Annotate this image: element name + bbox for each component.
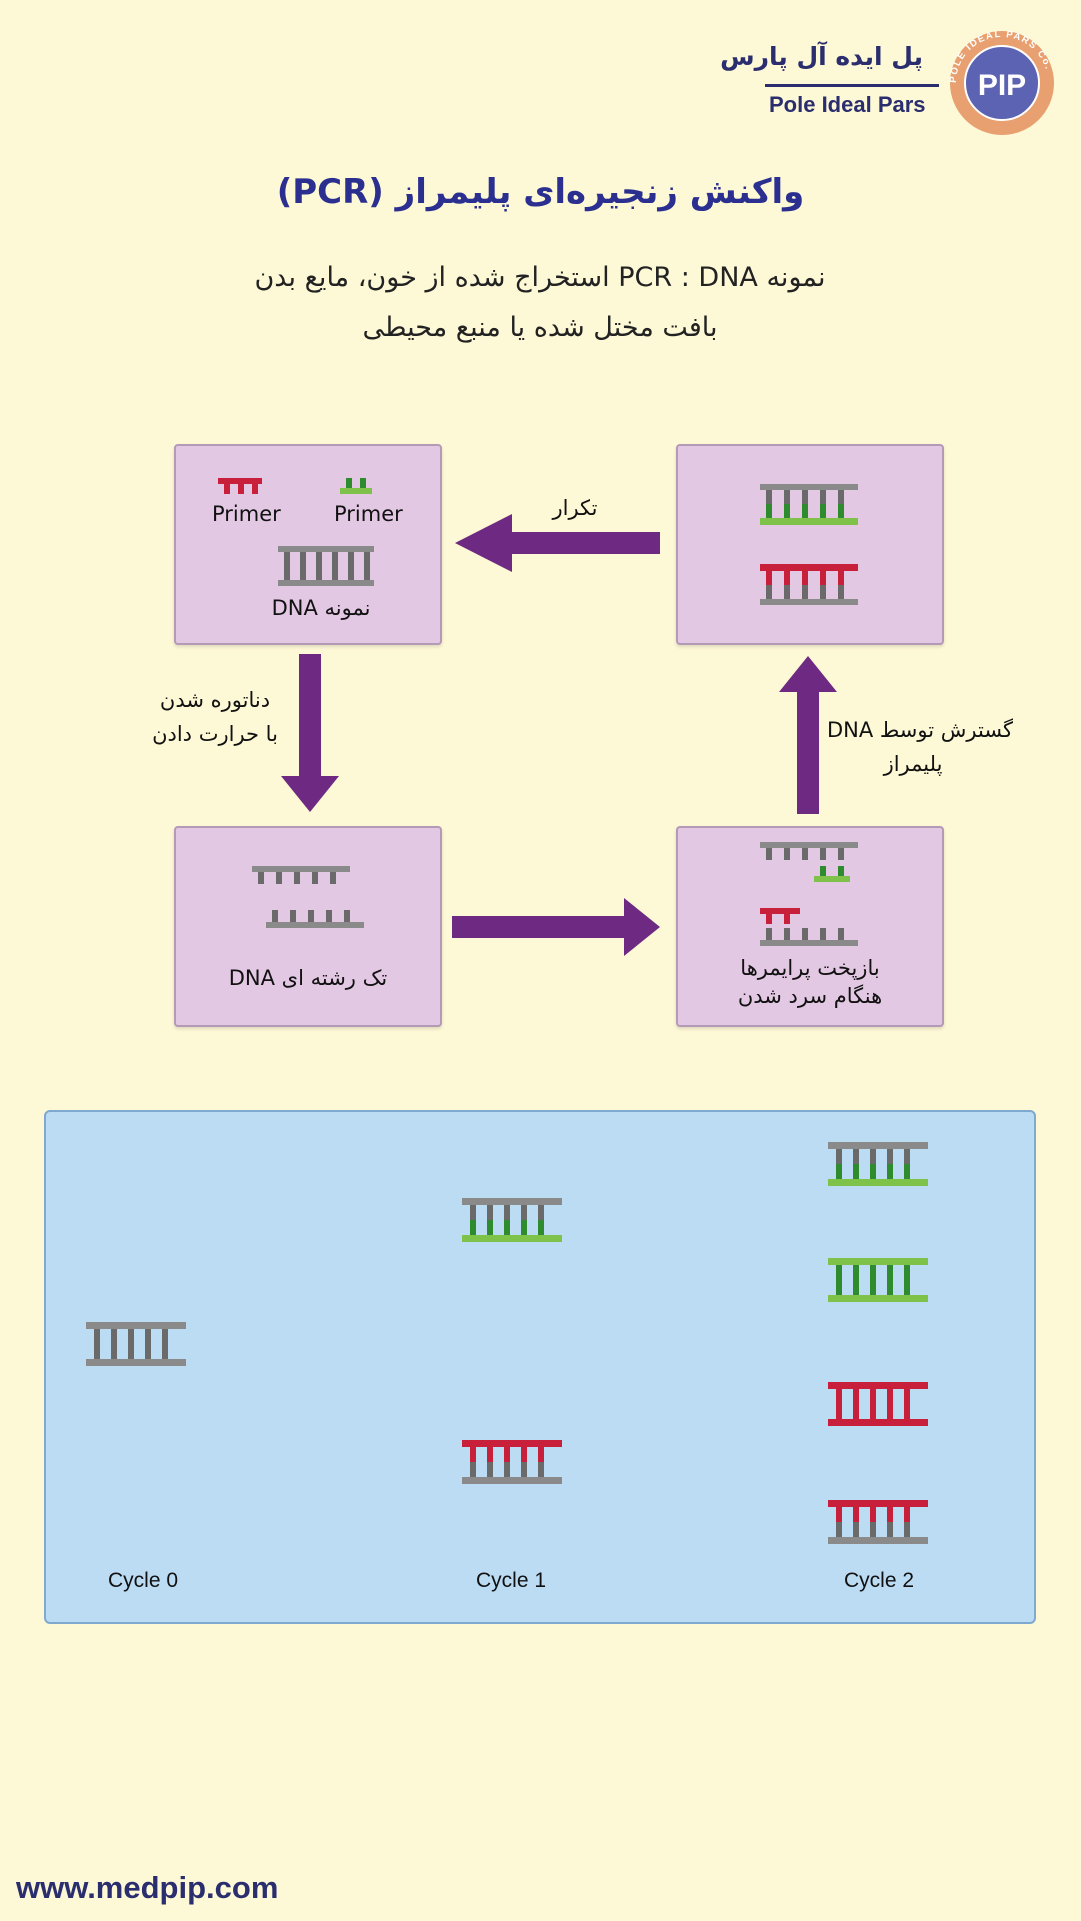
arrow-extension [779,656,837,814]
primer-label-red: Primer [212,502,281,526]
arrow-repeat-label: تکرار [552,496,598,520]
cycle-1-label: Cycle 1 [476,1569,547,1592]
annealing-graphic [760,842,858,946]
intro-line-1: نمونه PCR : DNA استخراج شده از خون، مایع… [254,262,826,293]
cycle1-dna-red [462,1440,562,1484]
arrow-denature-label-2: با حرارت دادن [152,722,278,746]
cycle2-dna-2 [828,1258,928,1302]
single-strand-label: تک رشته ای DNA [228,966,388,990]
cycle-arrows [281,514,837,956]
amplification-panel: Cycle 0 Cycle 1 Cycle 2 [44,1110,1036,1624]
brand-divider [765,84,939,87]
website-url: www.medpip.com [16,1870,279,1905]
logo-monogram: PIP [978,69,1026,102]
annealing-label-line-2: هنگام سرد شدن [737,984,883,1008]
box-annealing: بازپخت پرایمرها هنگام سرد شدن [676,826,944,1027]
brand-name-english: Pole Ideal Pars [769,92,926,117]
arrow-repeat [455,514,660,572]
page-title: واکنش زنجیره‌ای پلیمراز (PCR) [276,172,805,212]
cycle1-dna-green [462,1198,562,1242]
arrow-extension-label-2: پلیمراز [883,752,943,776]
annealing-label-line-1: بازپخت پرایمرها [740,956,880,980]
arrow-anneal [452,898,660,956]
cycle-2-label: Cycle 2 [844,1569,915,1592]
cycle2-dna-1 [828,1142,928,1186]
box-sample-dna: Primer Primer نمونه DNA [174,444,442,645]
arrow-denature-label-1: دناتوره شدن [159,688,271,712]
single-strand-graphic [252,866,364,928]
brand-name-persian: پل ایده آل پارس [720,42,923,71]
cycle2-dna-3 [828,1382,928,1426]
box-extension-product [676,444,944,645]
cycle-0-label: Cycle 0 [108,1569,179,1592]
extended-dna-graphic [760,484,858,605]
cycle0-dna [86,1322,186,1366]
cycle2-dna-4 [828,1500,928,1544]
primer-label-green: Primer [334,502,403,526]
company-logo: POLE IDEAL PARS Co. PIP [948,29,1054,135]
amplification-dna-graphics [86,1142,928,1544]
sample-dna-label: نمونه DNA [271,596,371,620]
box-single-strand: تک رشته ای DNA [174,826,442,1027]
intro-line-2: بافت مختل شده یا منبع محیطی [362,312,718,343]
arrow-denature [281,654,339,812]
arrow-extension-label-1: گسترش توسط DNA [826,718,1014,742]
primers-and-dna-graphic [218,478,374,586]
